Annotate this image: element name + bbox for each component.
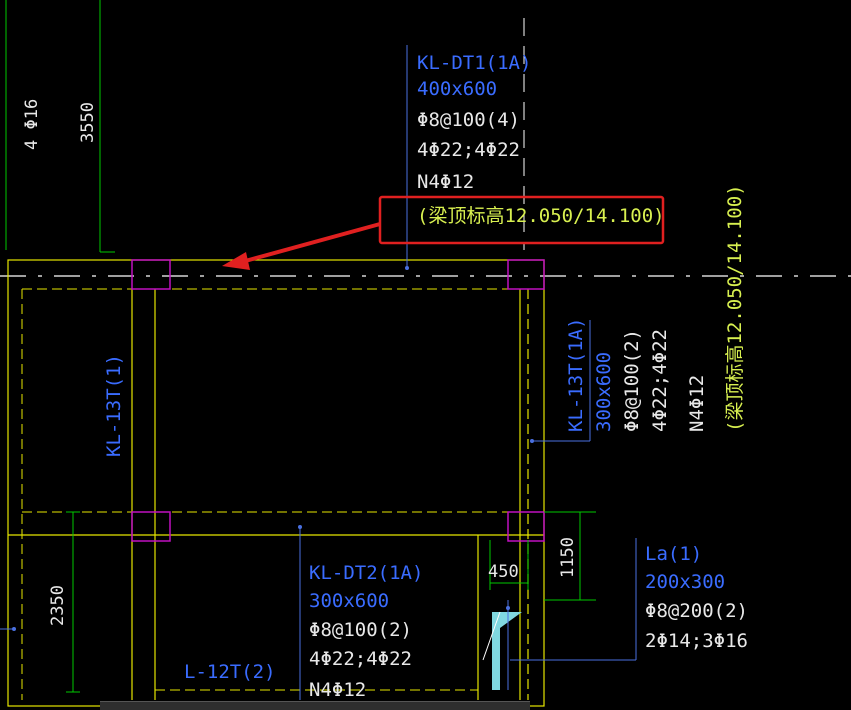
beam-dt1-name: KL-DT1(1A) [417, 52, 531, 74]
column-mid-right[interactable] [507, 511, 545, 542]
beam-13t-right-side-bars: N4Φ12 [686, 375, 708, 432]
beam-dt1-side-bars: N4Φ12 [417, 171, 474, 193]
highlight-arrow-head [222, 252, 250, 270]
beam-13t-left-name: KL-13T(1) [103, 354, 125, 457]
beam-dt1-main-bars: 4Φ22;4Φ22 [417, 139, 520, 161]
dim-text-2350: 2350 [48, 585, 68, 626]
beam-dt2-name: KL-DT2(1A) [309, 562, 423, 584]
rebar-label-top-left: 4 Φ16 [22, 99, 42, 150]
beam-dt1-elevation: (梁顶标高12.050/14.100) [417, 205, 665, 227]
dim-text-1150: 1150 [558, 537, 578, 578]
beam-dt2-main-bars: 4Φ22;4Φ22 [309, 648, 412, 670]
beam-dt2-stirrup: Φ8@100(2) [309, 619, 412, 641]
beam-13t-right-main-bars: 4Φ22;4Φ22 [649, 329, 671, 432]
dim-text-3550: 3550 [78, 102, 98, 143]
beam-dt2-size: 300x600 [309, 590, 389, 612]
column-top-left[interactable] [131, 259, 171, 290]
outer-beam-frame [7, 259, 545, 707]
beam-dt1-stirrup: Φ8@100(4) [417, 109, 520, 131]
stair-detail-dot [506, 606, 510, 610]
bottom-toolbar-strip[interactable] [100, 701, 530, 710]
stair-detail-line [482, 611, 501, 661]
beam-la-name: La(1) [645, 543, 702, 565]
column-top-right[interactable] [507, 259, 545, 290]
highlight-box [378, 195, 665, 245]
column-mid-left[interactable] [131, 511, 171, 542]
beam-dt2-side-bars: N4Φ12 [309, 679, 366, 701]
stair-detail-shape [492, 612, 522, 690]
beam-13t-right-name: KL-13T(1A) [565, 318, 587, 432]
leader-13t-right-dot [530, 439, 534, 443]
beam-13t-right-elevation: (梁顶标高12.050/14.100) [724, 184, 746, 432]
beam-la-main-bars: 2Φ14;3Φ16 [645, 630, 748, 652]
beam-13t-right-size: 300x600 [593, 352, 615, 432]
beam-l12-name: L-12T(2) [184, 661, 276, 683]
dim-text-450: 450 [488, 562, 519, 582]
leader-dt1-dot [405, 266, 409, 270]
beam-dt1-size: 400x600 [417, 78, 497, 100]
highlight-arrow-shaft [237, 222, 381, 265]
beam-la-size: 200x300 [645, 571, 725, 593]
leader-left-dot [12, 627, 16, 631]
leader-dt2-dot [298, 525, 302, 529]
beam-13t-right-stirrup: Φ8@100(2) [621, 329, 643, 432]
beam-la-stirrup: Φ8@200(2) [645, 600, 748, 622]
